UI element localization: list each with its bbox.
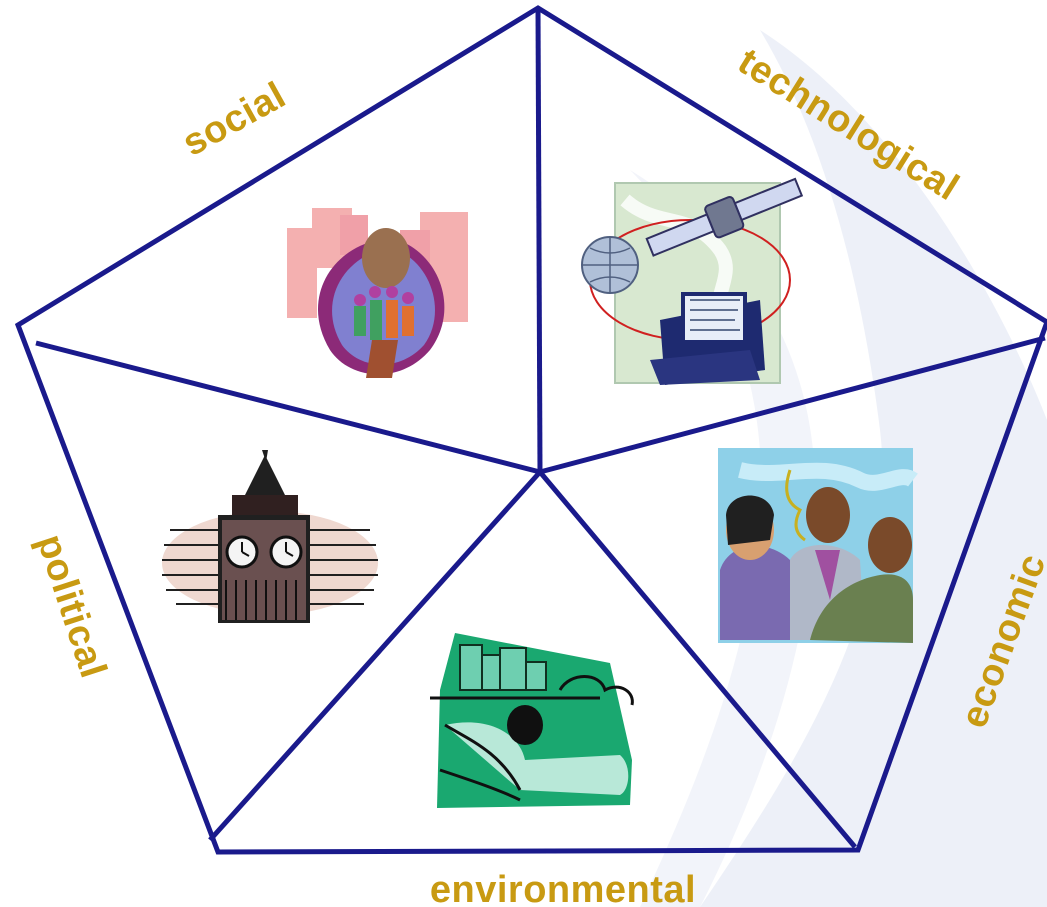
- big-ben-icon: [162, 450, 378, 623]
- city-factory-icon: [430, 633, 634, 808]
- segment-label-environmental: environmental: [430, 869, 696, 907]
- pentagon-outline: [14, 5, 1047, 855]
- business-people-icon: [718, 448, 918, 643]
- satellite-computer-icon: [581, 177, 804, 385]
- segment-label-political: political: [29, 529, 115, 683]
- community-people-icon: [287, 208, 468, 378]
- segment-label-social: social: [176, 74, 293, 164]
